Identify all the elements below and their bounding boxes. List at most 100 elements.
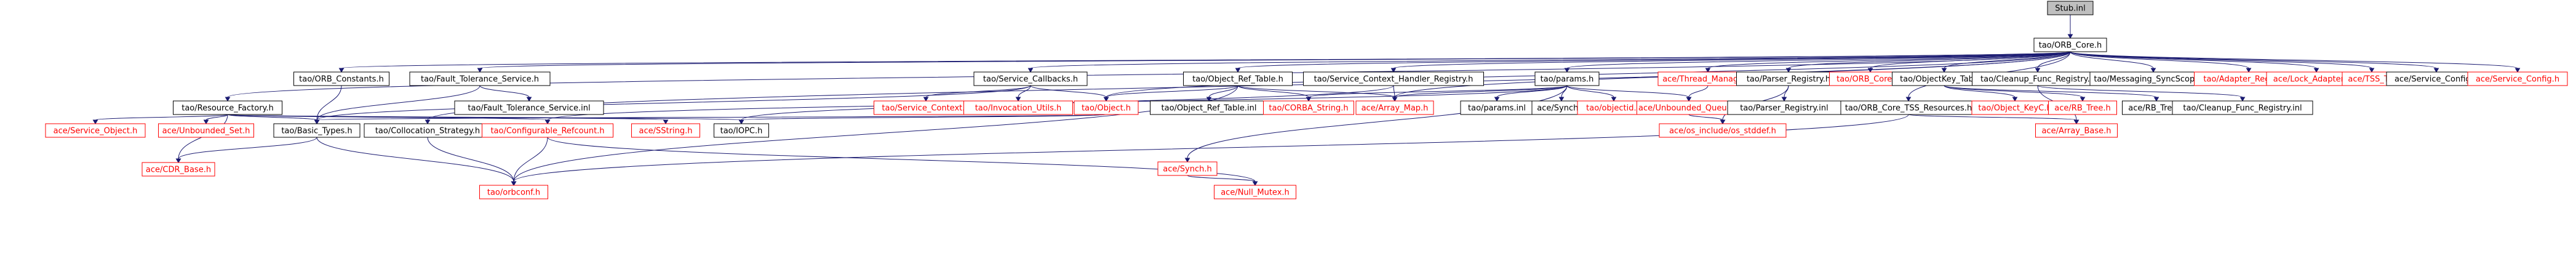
arrowhead-icon bbox=[544, 119, 551, 124]
graph-node-basic_types_h[interactable]: tao/Basic_Types.h bbox=[273, 123, 361, 138]
edge-line bbox=[513, 114, 1909, 182]
edge-line bbox=[1394, 85, 1568, 98]
node-label: ace/Service_Config.h bbox=[2476, 75, 2559, 84]
arrowhead-icon bbox=[2313, 68, 2319, 73]
node-box bbox=[1355, 100, 1434, 115]
edge-line bbox=[1237, 85, 1309, 98]
graph-node-objectkey_table_h[interactable]: tao/ObjectKey_Table.h bbox=[1892, 71, 1996, 86]
graph-node-configurable_refcount_h[interactable]: tao/Configurable_Refcount.h bbox=[482, 123, 613, 138]
edge-service_callbacks_h-to-object_h bbox=[1030, 85, 1109, 102]
graph-node-stub_inl[interactable]: Stub.inl bbox=[2047, 1, 2094, 15]
graph-node-service_config_h1[interactable]: ace/Service_Config.h bbox=[2386, 71, 2487, 86]
graph-node-service_config_h2[interactable]: ace/Service_Config.h bbox=[2467, 71, 2568, 86]
graph-node-objectid_h[interactable]: tao/objectid.h bbox=[1577, 100, 1651, 115]
edge-line bbox=[227, 114, 742, 121]
graph-node-sc_handler_registry_h[interactable]: tao/Service_Context_Handler_Registry.h bbox=[1303, 71, 1484, 86]
graph-node-cdr_base_h[interactable]: ace/CDR_Base.h bbox=[142, 162, 215, 177]
node-label: tao/params.h bbox=[1541, 75, 1594, 84]
node-box bbox=[1157, 161, 1218, 176]
node-label: tao/Cleanup_Func_Registry.h bbox=[1980, 75, 2095, 84]
arrowhead-icon bbox=[314, 119, 320, 124]
graph-node-params_inl[interactable]: tao/params.inl bbox=[1460, 100, 1534, 115]
graph-node-cleanup_func_registry_inl[interactable]: tao/Cleanup_Func_Registry.inl bbox=[2172, 100, 2313, 115]
graph-node-orbconf_h[interactable]: tao/orbconf.h bbox=[479, 185, 548, 199]
graph-node-array_map_h[interactable]: ace/Array_Map.h bbox=[1355, 100, 1434, 115]
arrowhead-icon bbox=[1564, 68, 1570, 73]
node-label: ace/CDR_Base.h bbox=[146, 166, 211, 175]
graph-node-unbounded_set_h[interactable]: ace/Unbounded_Set.h bbox=[158, 123, 254, 138]
graph-node-iopc_h[interactable]: tao/IOPC.h bbox=[714, 123, 769, 138]
node-label: ace/SString.h bbox=[639, 127, 693, 136]
edge-line bbox=[1566, 85, 1614, 98]
graph-node-rb_tree_h1[interactable]: ace/RB_Tree.h bbox=[2048, 100, 2117, 115]
graph-node-collocation_strategy_h[interactable]: tao/Collocation_Strategy.h bbox=[364, 123, 492, 138]
graph-node-os_include_stddef_h[interactable]: ace/os_include/os_stddef.h bbox=[1659, 123, 1787, 138]
graph-node-object_h[interactable]: tao/Object.h bbox=[1074, 100, 1139, 115]
edge-orb_core_h-to-resource_factory_h bbox=[225, 51, 2071, 102]
edge-service_callbacks_h-to-service_context_h bbox=[923, 85, 1031, 102]
graph-node-orb_core_h[interactable]: tao/ORB_Core.h bbox=[2033, 38, 2107, 52]
graph-node-parser_registry_inl[interactable]: tao/Parser_Registry.inl bbox=[1727, 100, 1841, 115]
edge-line bbox=[1237, 85, 1395, 98]
graph-node-objectkey_h[interactable]: tao/Object_KeyC.h bbox=[1971, 100, 2059, 115]
edge-basic_types_h-to-cdr_base_h bbox=[175, 137, 317, 163]
graph-node-messaging_syncscopec_h[interactable]: tao/Messaging_SyncScopeC.h bbox=[2089, 71, 2217, 86]
edge-line bbox=[2037, 51, 2071, 69]
node-label: ace/Thread_Manager.h bbox=[1662, 75, 1753, 84]
graph-node-object_ref_table_inl[interactable]: tao/Object_Ref_Table.inl bbox=[1150, 100, 1268, 115]
edge-resource_factory_h-to-service_object_h bbox=[92, 114, 228, 124]
graph-node-service_context_h[interactable]: tao/Service_Context.h bbox=[874, 100, 978, 115]
node-label: ace/TSS_T.h bbox=[2348, 75, 2395, 84]
graph-node-params_h[interactable]: tao/params.h bbox=[1534, 71, 1600, 86]
edge-line bbox=[2070, 51, 2249, 69]
node-label: tao/Fault_Tolerance_Service.inl bbox=[468, 104, 590, 113]
graph-node-unbounded_queue_h[interactable]: ace/Unbounded_Queue.h bbox=[1637, 100, 1741, 115]
graph-node-sstring_h[interactable]: ace/SString.h bbox=[631, 123, 700, 138]
edge-line bbox=[1187, 85, 1568, 159]
node-box bbox=[479, 185, 548, 199]
arrowhead-icon bbox=[2012, 97, 2018, 102]
graph-node-lock_adapter_t_h[interactable]: ace/Lock_Adapter_T.h bbox=[2266, 71, 2367, 86]
edge-line bbox=[227, 51, 2071, 98]
node-box bbox=[482, 123, 613, 138]
graph-node-corba_string_h[interactable]: tao/CORBA_String.h bbox=[1263, 100, 1354, 115]
arrowhead-icon bbox=[175, 158, 181, 163]
edge-objectkey_table_h-to-rb_tree_h2 bbox=[1944, 85, 2159, 102]
edge-object_ref_table_h-to-object_h bbox=[1103, 85, 1238, 102]
edge-object_h-to-iopc_h bbox=[738, 114, 1107, 124]
graph-node-synch_h2[interactable]: ace/Synch.h bbox=[1157, 161, 1218, 176]
graph-node-resource_factory_h[interactable]: tao/Resource_Factory.h bbox=[173, 100, 282, 115]
arrowhead-icon bbox=[338, 68, 345, 73]
edge-orb_core_h-to-lock_adapter_t_h bbox=[2070, 51, 2319, 73]
edge-params_h-to-params_inl bbox=[1494, 85, 1568, 102]
graph-node-cleanup_func_registry_h[interactable]: tao/Cleanup_Func_Registry.h bbox=[1972, 71, 2103, 86]
edge-params_h-to-unbounded_queue_h bbox=[1566, 85, 1692, 102]
graph-node-ft_service_h[interactable]: tao/Fault_Tolerance_Service.h bbox=[409, 71, 551, 86]
graph-node-service_callbacks_h[interactable]: tao/Service_Callbacks.h bbox=[973, 71, 1088, 86]
node-label: tao/ORB_Core.inl bbox=[1836, 75, 1904, 84]
edge-line bbox=[2070, 51, 2437, 69]
arrowhead-icon bbox=[1235, 68, 1241, 73]
arrowhead-icon bbox=[2153, 97, 2159, 102]
graph-node-object_ref_table_h[interactable]: tao/Object_Ref_Table.h bbox=[1183, 71, 1293, 86]
graph-node-orb_core_tss_resources_h[interactable]: tao/ORB_Core_TSS_Resources.h bbox=[1840, 100, 1977, 115]
graph-node-thread_manager_h[interactable]: ace/Thread_Manager.h bbox=[1657, 71, 1758, 86]
node-label: tao/orbconf.h bbox=[487, 188, 540, 198]
graph-node-parser_registry_h[interactable]: tao/Parser_Registry.h bbox=[1736, 71, 1841, 86]
arrowhead-icon bbox=[1392, 97, 1398, 102]
graph-node-array_base_h[interactable]: ace/Array_Base.h bbox=[2035, 123, 2118, 138]
arrowhead-icon bbox=[1720, 119, 1726, 124]
graph-node-orb_constants_h[interactable]: tao/ORB_Constants.h bbox=[293, 71, 389, 86]
graph-node-orb_core_inl[interactable]: tao/ORB_Core.inl bbox=[1829, 71, 1912, 86]
graph-node-ft_service_inl[interactable]: tao/Fault_Tolerance_Service.inl bbox=[454, 100, 604, 115]
edge-orb_core_h-to-service_callbacks_h bbox=[1027, 51, 2071, 73]
arrowhead-icon bbox=[1103, 97, 1109, 102]
edge-line bbox=[1944, 85, 2016, 98]
edge-objectkey_table_h-to-objectkey_h bbox=[1944, 85, 2018, 102]
graph-node-null_mutex_h[interactable]: ace/Null_Mutex.h bbox=[1214, 185, 1296, 199]
graph-node-invocation_utils_h[interactable]: tao/Invocation_Utils.h bbox=[963, 100, 1073, 115]
edge-line bbox=[1018, 85, 1031, 98]
graph-node-service_object_h[interactable]: ace/Service_Object.h bbox=[45, 123, 146, 138]
edge-stub_inl-to-orb_core_h bbox=[2067, 15, 2073, 39]
graph-nodes: Stub.inl tao/ORB_Core.h tao/ORB_Constants.… bbox=[45, 1, 2568, 199]
